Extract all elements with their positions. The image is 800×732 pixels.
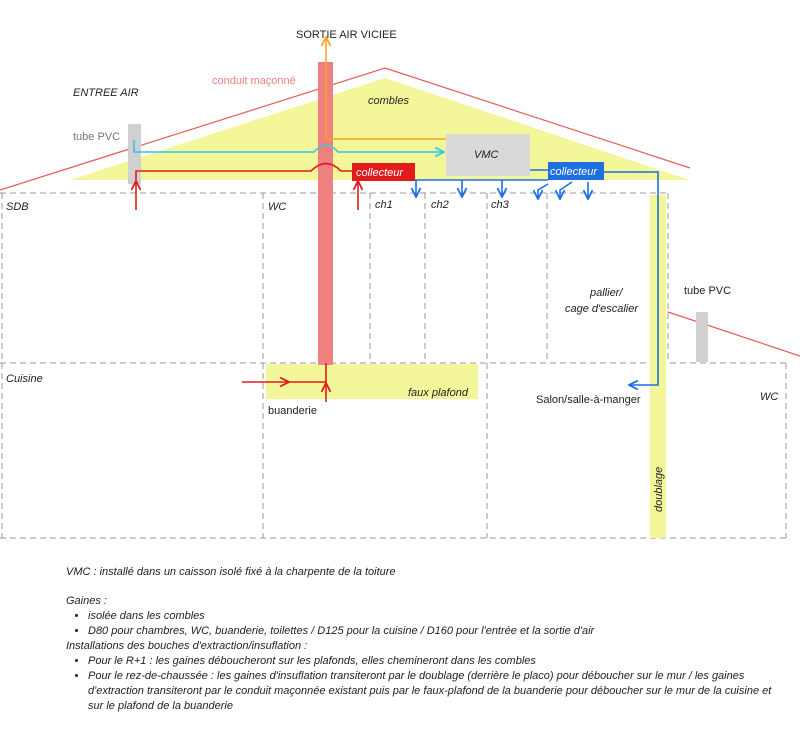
label-tube-pvc-left: tube PVC: [73, 131, 120, 143]
installations-list: Pour le R+1 : les gaines déboucheront su…: [66, 654, 786, 714]
label-collecteur-blue: collecteur: [550, 166, 598, 178]
gaines-item: isolée dans les combles: [88, 609, 786, 624]
label-wc-bottom: WC: [760, 391, 778, 403]
label-entree-air: ENTREE AIR: [73, 87, 139, 99]
gaines-list: isolée dans les combles D80 pour chambre…: [66, 609, 786, 639]
label-cage-escalier: cage d'escalier: [565, 303, 639, 315]
label-salon: Salon/salle-à-manger: [536, 394, 641, 406]
label-tube-pvc-right: tube PVC: [684, 285, 731, 297]
note-installations-title: Installations des bouches d'extraction/i…: [66, 640, 308, 652]
label-ch2: ch2: [431, 199, 449, 211]
label-buanderie: buanderie: [268, 405, 317, 417]
ventilation-diagram: SORTIE AIR VICIEE conduit maçonné ENTREE…: [0, 29, 800, 539]
label-pallier: pallier/: [589, 287, 623, 299]
tube-pvc-right: [696, 312, 708, 362]
installations-item: Pour le R+1 : les gaines déboucheront su…: [88, 654, 786, 669]
label-wc-top: WC: [268, 201, 286, 213]
label-sdb: SDB: [6, 201, 29, 213]
label-ch1: ch1: [375, 199, 393, 211]
collecteur-blue-box: [548, 162, 604, 180]
vmc-box: [446, 134, 530, 176]
collecteur-red-box: [352, 163, 415, 181]
tube-pvc-left: [128, 124, 141, 184]
installations-item: Pour le rez-de-chaussée : les gaines d'i…: [88, 669, 786, 714]
label-combles: combles: [368, 95, 409, 107]
gaines-item: D80 pour chambres, WC, buanderie, toilet…: [88, 624, 786, 639]
extraction-network: [136, 162, 358, 402]
label-conduit-maconne: conduit maçonné: [212, 75, 296, 87]
label-collecteur-red: collecteur: [356, 167, 404, 179]
note-gaines-title: Gaines :: [66, 595, 107, 607]
fresh-air-duct: [133, 140, 443, 152]
label-faux-plafond: faux plafond: [408, 387, 469, 399]
attic-area: [70, 78, 690, 180]
label-doublage: doublage: [653, 467, 665, 512]
notes-block: VMC : installé dans un caisson isolé fix…: [66, 565, 786, 714]
conduit-maconne: [318, 62, 333, 365]
label-vmc: VMC: [474, 149, 499, 161]
annex-roof-line: [667, 311, 800, 357]
insufflation-network: [408, 169, 659, 385]
exhaust-duct: [326, 38, 446, 140]
label-ch3: ch3: [491, 199, 510, 211]
note-vmc: VMC : installé dans un caisson isolé fix…: [66, 566, 396, 578]
label-sortie-air-viciee: SORTIE AIR VICIEE: [296, 29, 397, 41]
label-cuisine: Cuisine: [6, 373, 43, 385]
